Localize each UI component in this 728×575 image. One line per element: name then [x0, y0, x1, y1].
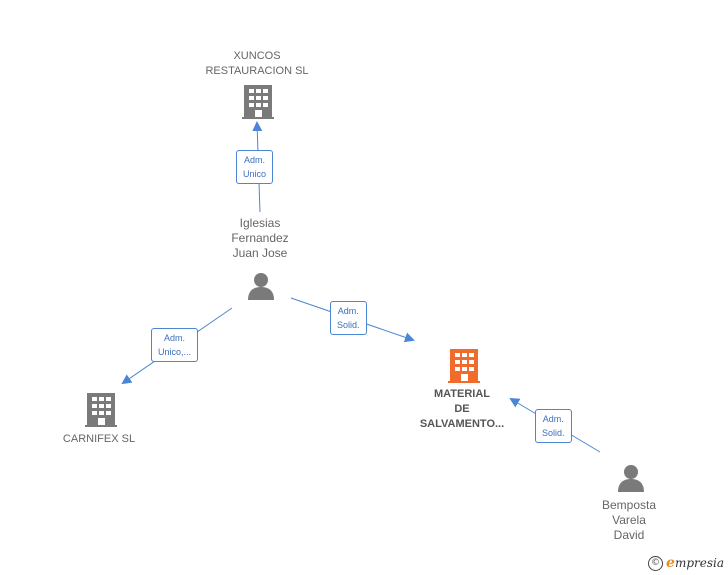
edge-label-line: Unico,... [158, 347, 192, 357]
label-line: Iglesias [239, 216, 281, 230]
label-line: CARNIFEX SL [62, 433, 136, 445]
edge-label-iglesias-material[interactable]: Adm. Solid. [330, 301, 367, 335]
brand-logo-initial: e [666, 555, 675, 571]
building-icon[interactable] [242, 85, 274, 119]
person-icon[interactable] [618, 465, 644, 492]
edge-label-line: Adm. [337, 306, 359, 316]
edge-label-line: Solid. [542, 428, 565, 438]
label-line: Varela [612, 513, 646, 527]
node-label-xuncos[interactable]: XUNCOS RESTAURACION SL [205, 49, 308, 79]
node-label-iglesias[interactable]: Iglesias Fernandez Juan Jose [231, 216, 288, 261]
label-line: RESTAURACION SL [205, 65, 309, 77]
copyright-icon: © [648, 555, 664, 571]
node-label-material[interactable]: MATERIAL DE SALVAMENTO... [420, 387, 504, 432]
edge-label-bemposta-material[interactable]: Adm. Solid. [535, 409, 572, 443]
label-line: David [613, 528, 645, 542]
brand-logo-rest: mpresia [674, 556, 724, 570]
edge-label-line: Adm. [244, 155, 266, 165]
label-line: MATERIAL [433, 388, 490, 400]
node-label-carnifex[interactable]: CARNIFEX SL [63, 432, 135, 447]
edge-label-iglesias-xuncos[interactable]: Adm. Unico [236, 150, 274, 184]
building-icon[interactable] [85, 393, 117, 427]
edge-label-line: Unico [243, 169, 267, 179]
label-line: SALVAMENTO... [419, 418, 505, 430]
label-line: XUNCOS [233, 50, 281, 62]
building-icon[interactable] [448, 349, 480, 383]
node-label-bemposta[interactable]: Bemposta Varela David [602, 498, 656, 543]
edge-label-line: Solid. [337, 320, 360, 330]
edge-label-line: Adm. [164, 333, 186, 343]
footer-brand: © empresia [648, 555, 724, 571]
brand-logo[interactable]: empresia [666, 555, 724, 571]
label-line: Juan Jose [232, 246, 288, 260]
label-line: Bemposta [601, 498, 657, 512]
person-icon[interactable] [248, 273, 274, 300]
label-line: Fernandez [231, 231, 289, 245]
edge-label-iglesias-carnifex[interactable]: Adm. Unico,... [151, 328, 199, 362]
edge-label-line: Adm. [542, 414, 564, 424]
label-line: DE [454, 403, 470, 415]
